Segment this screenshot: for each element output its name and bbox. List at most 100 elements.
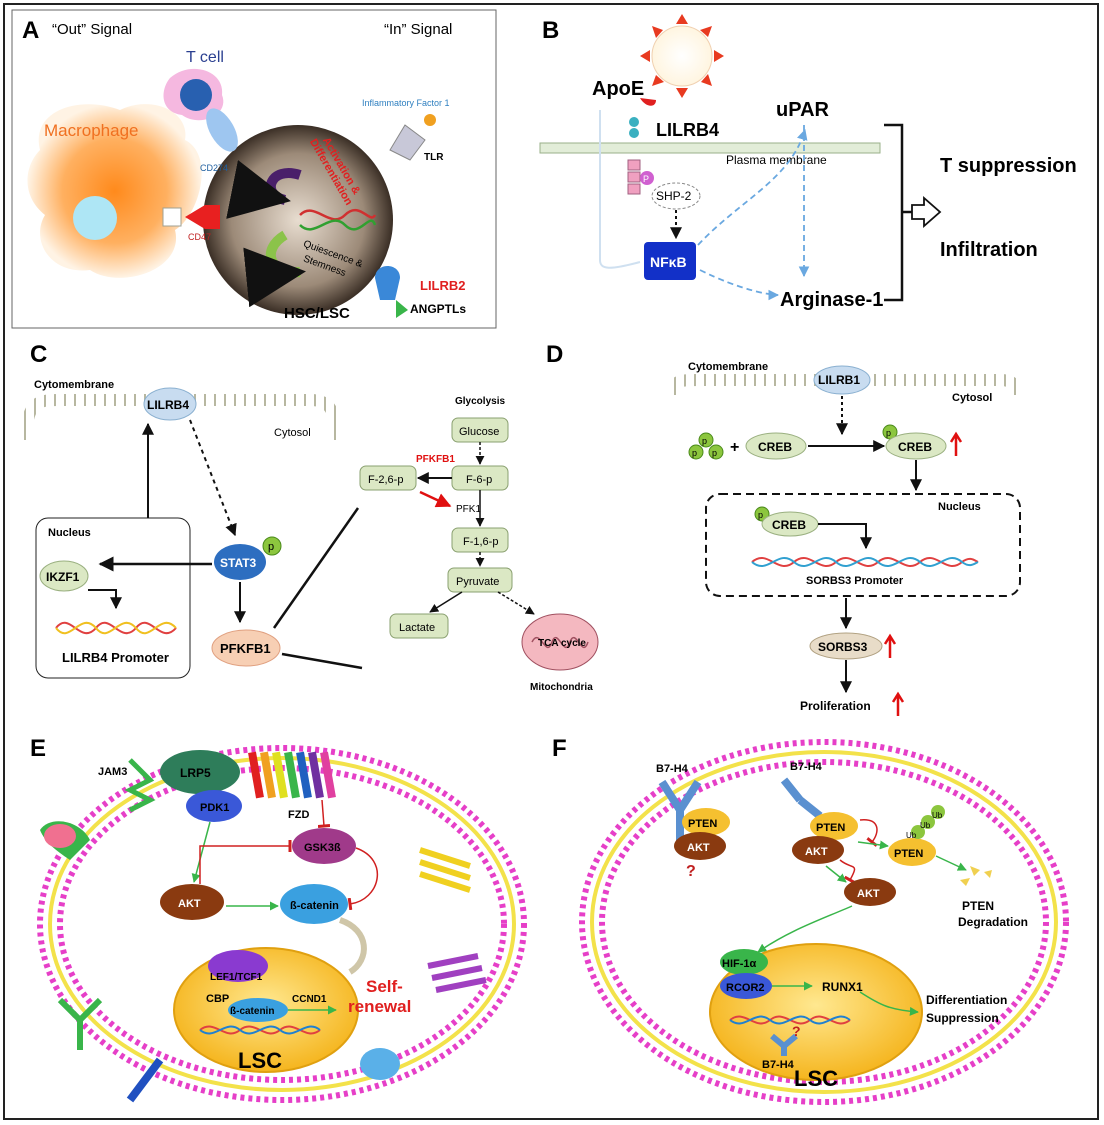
b7h4-label-a: B7-H4 <box>656 763 689 775</box>
sorbs3-label: SORBS3 <box>818 640 868 654</box>
cell-membrane-e-outer <box>37 745 527 1103</box>
phospho-label: P <box>643 174 649 184</box>
nfkb-label: NFκB <box>650 254 687 270</box>
plasma-membrane-label: Plasma membrane <box>726 153 827 167</box>
angptls-label: ANGPTLs <box>410 302 466 316</box>
apoe-label: ApoE <box>592 78 644 100</box>
membrane-receptor-left-cap <box>44 824 76 848</box>
apoe-signal-line <box>599 110 641 269</box>
panel-e-letter: E <box>30 735 46 762</box>
pten-label-c: PTEN <box>894 848 923 860</box>
jam3-label: JAM3 <box>98 766 127 778</box>
pfkfb1-node <box>211 629 281 667</box>
cytosol-label-c: Cytosol <box>274 427 311 439</box>
lilrb4-to-stat3-arrow <box>189 419 237 537</box>
runx1-to-diff-arrow <box>859 991 919 1016</box>
ikzf1-node <box>39 560 89 592</box>
pdk1-to-akt-arrow <box>191 821 211 883</box>
membrane-receptor-bottom-right <box>360 1048 400 1080</box>
lactate-node <box>389 613 449 639</box>
lsc-label-f: LSC <box>794 1066 838 1091</box>
ub-2 <box>921 815 935 829</box>
out-signal-label: “Out” Signal <box>52 21 132 38</box>
pyruvate-to-tca-arrow <box>497 591 535 615</box>
dna-strand-a2 <box>299 219 377 231</box>
akt-node-fb <box>792 836 844 864</box>
phos-label-1: p <box>702 436 707 446</box>
zoom-line-lower <box>281 652 363 670</box>
stat3-phospho <box>262 536 282 556</box>
cd47-ligand <box>162 207 182 227</box>
lilrb4-node-c <box>143 387 197 421</box>
lilrb4-promoter-label: LILRB4 Promoter <box>62 650 169 665</box>
akt-to-hif-arrow <box>757 905 853 953</box>
self-renewal-label-1: Self- <box>366 977 403 996</box>
runx1-label: RUNX1 <box>822 980 863 994</box>
sorbs3-up-icon <box>883 633 897 658</box>
cell-membrane-f-inner <box>599 759 1049 1085</box>
creb-label-2: CREB <box>898 440 932 454</box>
creb-node-1 <box>745 432 807 460</box>
pten-fragments-icon <box>960 866 992 886</box>
arginase-label: Arginase-1 <box>780 289 883 311</box>
pfkfb1-red-label: PFKFB1 <box>416 454 455 465</box>
lilrb2-label: LILRB2 <box>420 278 466 293</box>
t-cell-nucleus <box>180 79 212 111</box>
dna-strand-a <box>299 208 377 221</box>
fzd-inhibits-gsk3b <box>317 799 331 828</box>
akt-node-fa <box>674 832 726 860</box>
cytomembrane-label-c: Cytomembrane <box>34 379 114 391</box>
nuc-creb-phos-label: p <box>758 510 763 520</box>
pten-degradation-arrow <box>935 855 967 871</box>
pten-degradation-label-1: PTEN <box>962 899 994 913</box>
gsk3b-node <box>292 828 356 864</box>
creb-phos-label: p <box>886 428 891 438</box>
b7h4-receptor-b <box>780 777 823 820</box>
tca-label: TCA cycle <box>538 638 586 649</box>
hif-node <box>720 949 768 975</box>
suppression-label: Suppression <box>926 1011 999 1025</box>
gsk3b-inhibits-bcatenin <box>347 847 379 911</box>
inflammatory-label: Inflammatory Factor 1 <box>362 98 450 108</box>
b7h4-nuclear-icon <box>770 1033 798 1056</box>
nfkb-to-arginase-arrow <box>699 269 780 301</box>
differentiation-label: Differentiation <box>926 993 1007 1007</box>
outcome-arrow <box>911 196 942 228</box>
fzd-label: FZD <box>288 809 309 821</box>
pten-inhibit-2 <box>839 859 856 885</box>
ub-3 <box>931 805 945 819</box>
nucleus-label-d: Nucleus <box>938 501 981 513</box>
pten-node-b <box>810 812 858 840</box>
membrane-receptor-bottom <box>126 1057 164 1103</box>
panel-f-letter: F <box>552 735 567 762</box>
mitochondria-cristae <box>531 636 589 649</box>
f26p-to-pfk1-arrow <box>419 490 452 508</box>
pdk1-label: PDK1 <box>200 802 229 814</box>
phos-label-3: p <box>712 448 717 458</box>
lsc-label-e: LSC <box>238 1048 282 1073</box>
ub-1 <box>911 825 925 839</box>
upar-label: uPAR <box>776 99 830 121</box>
f26p-label: F-2,6-p <box>368 474 403 486</box>
f16p-label: F-1,6-p <box>463 536 498 548</box>
nfkb-node <box>644 242 696 280</box>
panel-e: E JAM3 LRP5 FZD PDK1 GSK3ß AKT ß-catenin <box>30 735 527 1103</box>
bcatenin-label: ß-catenin <box>290 900 339 912</box>
creb-label-3: CREB <box>772 518 806 532</box>
nucleus-label-c: Nucleus <box>48 527 91 539</box>
akt-node-e <box>160 884 224 920</box>
pfkfb1-label: PFKFB1 <box>220 641 271 656</box>
lilrb4-label: LILRB4 <box>656 120 719 140</box>
creb-node-2 <box>885 432 947 460</box>
pyruvate-to-lactate-arrow <box>429 591 463 613</box>
hsc-lsc-label: HSC/LSC <box>284 305 350 322</box>
pten-degradation-label-2: Degradation <box>958 915 1028 929</box>
gsk3b-label: GSK3ß <box>304 842 341 854</box>
akt-inhibits-gsk3b <box>199 840 292 884</box>
panel-b: B ApoE LILRB4 Plasma membrane uPAR P SHP… <box>539 14 1077 311</box>
plus-label: + <box>730 439 739 456</box>
akt-label-fb: AKT <box>805 846 828 858</box>
t-cell-label: T cell <box>186 49 224 66</box>
pdk1-node <box>186 790 242 822</box>
figure-frame <box>3 3 1099 1120</box>
